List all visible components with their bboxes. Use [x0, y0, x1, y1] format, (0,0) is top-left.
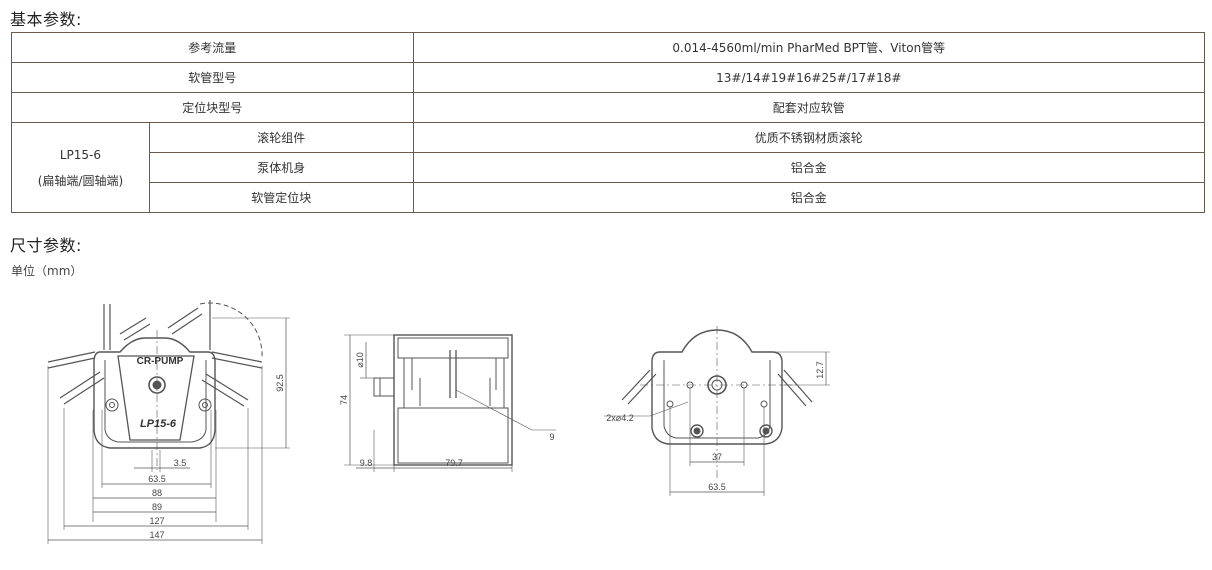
side-view	[344, 334, 556, 472]
front-view	[47, 300, 290, 544]
model-name: LP15-6	[59, 147, 102, 162]
dim-label: 89	[152, 502, 162, 512]
dim-label: ⌀10	[355, 352, 365, 367]
dim-label: 2x⌀4.2	[606, 413, 633, 423]
dim-label: 74	[339, 395, 349, 405]
model-cell: LP15-6 (扁轴端/圆轴端)	[11, 122, 150, 213]
param-value: 铝合金	[412, 182, 1206, 213]
param-label: 定位块型号	[11, 92, 414, 123]
dim-params-title: 尺寸参数:	[10, 236, 82, 255]
dim-label: 79.7	[445, 458, 463, 468]
model-note: (扁轴端/圆轴端)	[37, 173, 124, 188]
dim-label: 63.5	[148, 474, 166, 484]
table-row: 定位块型号 配套对应软管	[11, 92, 1206, 123]
dim-label: 9	[549, 432, 554, 442]
param-label: 泵体机身	[148, 152, 414, 183]
table-row: 软管型号 13#/14#19#16#25#/17#18#	[11, 62, 1206, 93]
param-value: 铝合金	[412, 152, 1206, 183]
param-label: 参考流量	[11, 32, 414, 63]
rear-view	[604, 326, 830, 496]
dim-label: 92.5	[275, 374, 285, 392]
table-row: 参考流量 0.014-4560ml/min PharMed BPT管、Viton…	[11, 32, 1206, 63]
dim-label: 63.5	[708, 482, 726, 492]
dim-label: 12.7	[815, 361, 825, 379]
table-row: LP15-6 (扁轴端/圆轴端) 滚轮组件 优质不锈钢材质滚轮	[11, 122, 1206, 213]
dim-label: 9.8	[360, 458, 373, 468]
param-label: 软管定位块	[148, 182, 414, 213]
param-value: 0.014-4560ml/min PharMed BPT管、Viton管等	[412, 32, 1206, 63]
param-value: 优质不锈钢材质滚轮	[412, 122, 1206, 153]
basic-params-title: 基本参数:	[10, 10, 82, 29]
table-row: 泵体机身 铝合金	[12, 152, 1206, 183]
technical-drawings: CR-PUMP LP15-6 3.5 63.5 88 89 127 147 92…	[47, 300, 830, 544]
table-row: 软管定位块 铝合金	[12, 182, 1206, 213]
dim-label: 37	[712, 452, 722, 462]
param-label: 滚轮组件	[148, 122, 414, 153]
dim-label: 3.5	[174, 458, 187, 468]
param-label: 软管型号	[11, 62, 414, 93]
dim-label: 147	[149, 530, 164, 540]
param-value: 配套对应软管	[412, 92, 1206, 123]
basic-params-table: 参考流量 0.014-4560ml/min PharMed BPT管、Viton…	[11, 32, 1206, 213]
dim-label: 127	[149, 516, 164, 526]
front-model-label: LP15-6	[140, 418, 177, 430]
param-value: 13#/14#19#16#25#/17#18#	[412, 62, 1206, 93]
front-brand-label: CR-PUMP	[137, 356, 184, 367]
unit-label: 单位（mm）	[11, 264, 83, 278]
dim-label: 88	[152, 488, 162, 498]
